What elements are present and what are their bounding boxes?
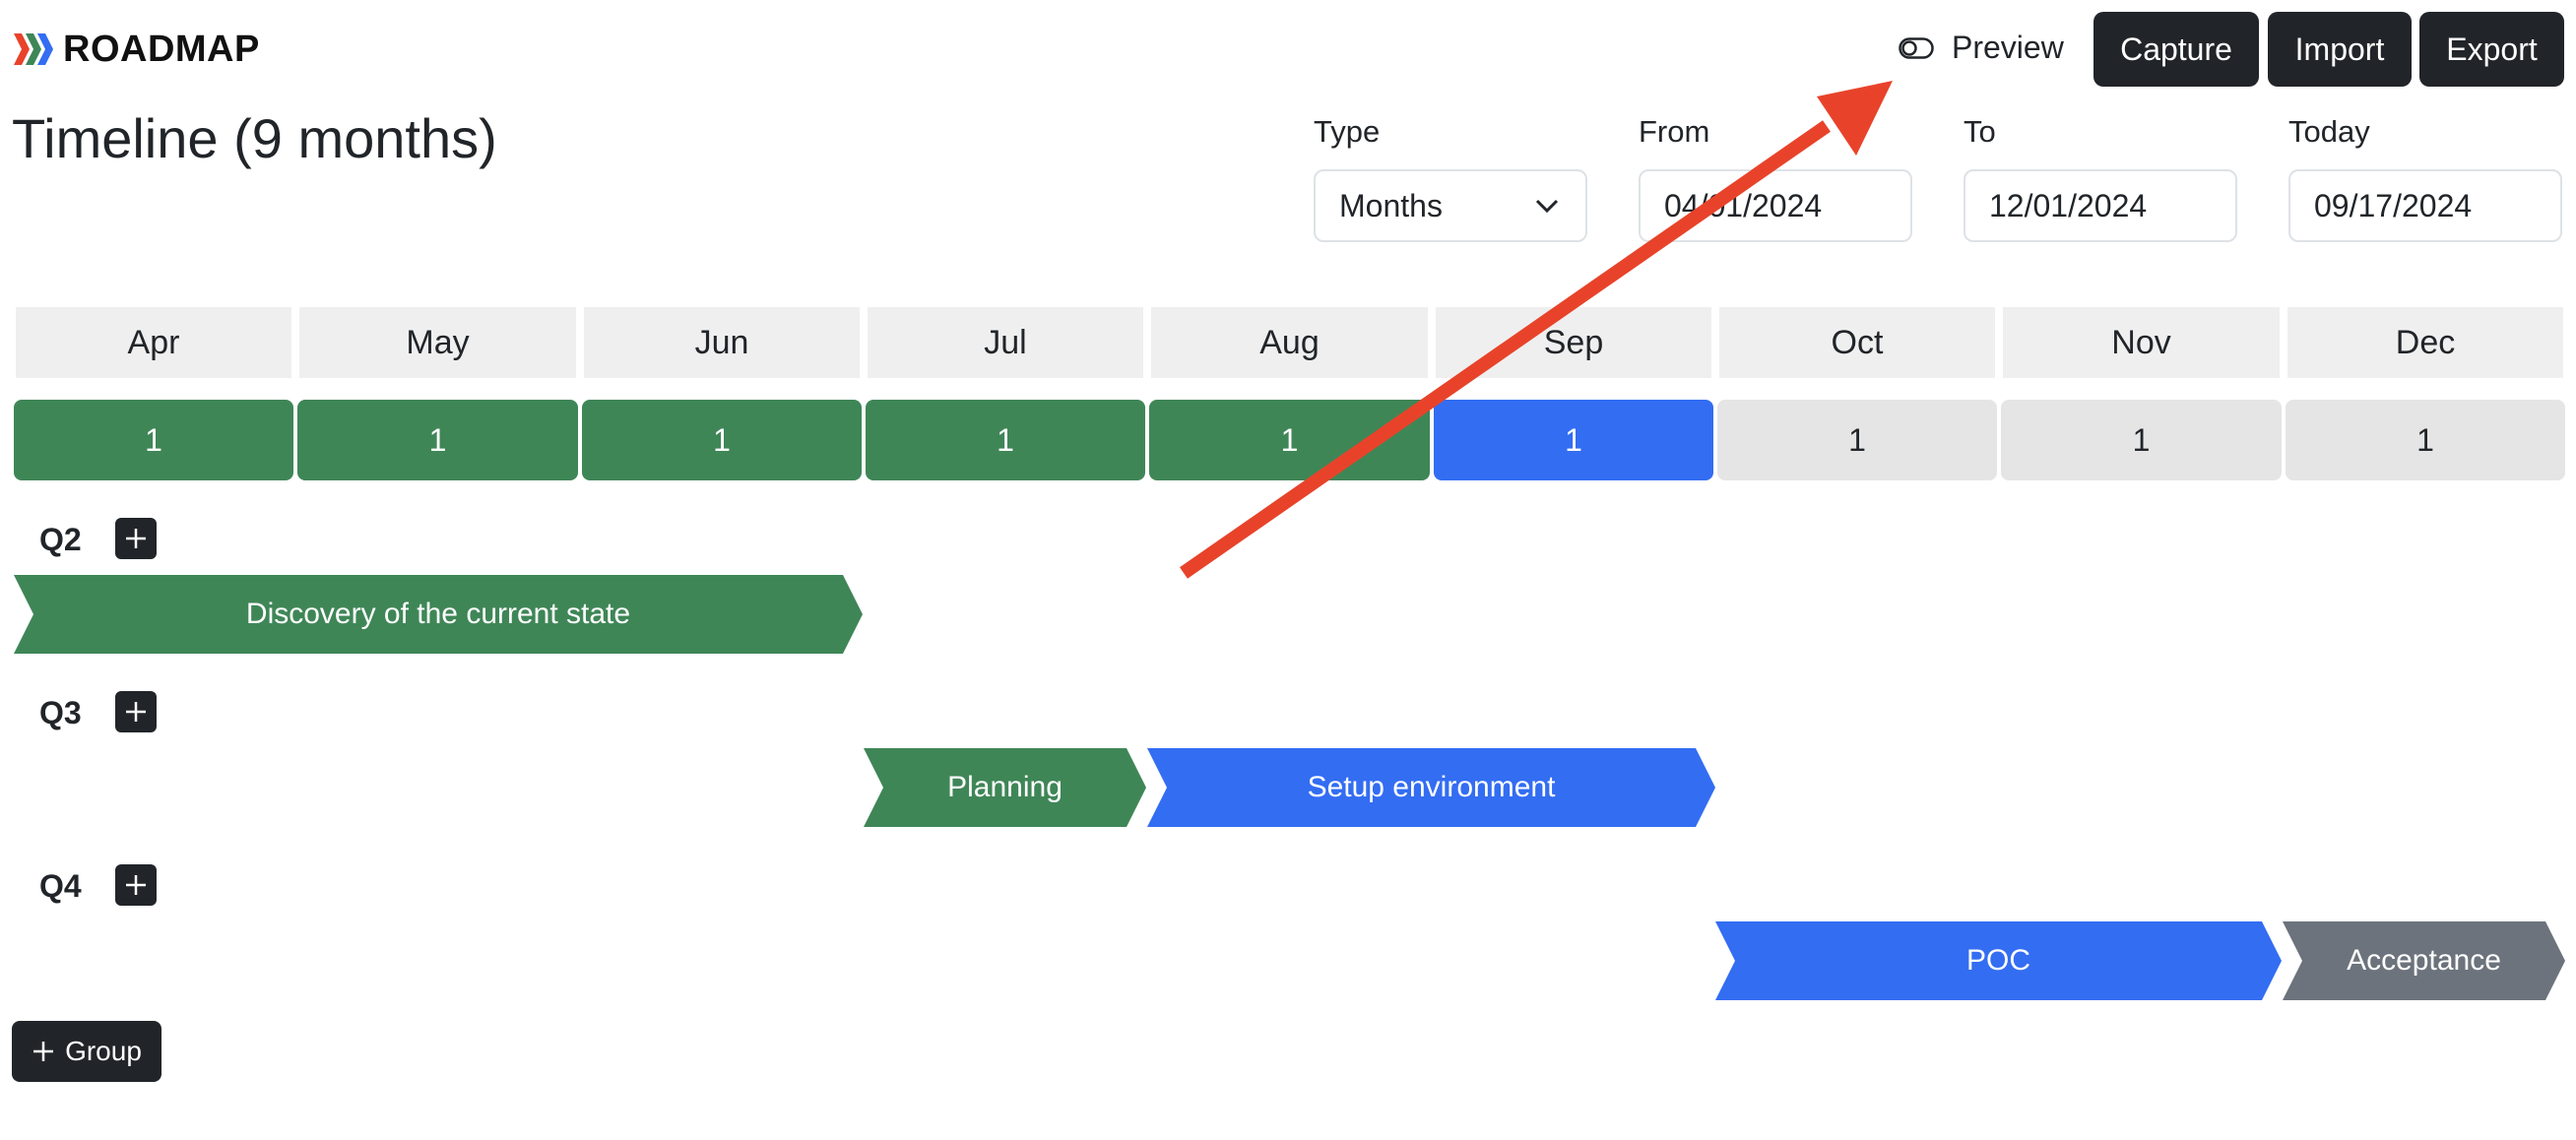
app-logo: ROADMAP [12,28,260,71]
month-count-apr: 1 [14,400,293,480]
today-date-input[interactable]: 09/17/2024 [2288,169,2562,242]
add-group-label: Group [65,1036,142,1066]
to-label: To [1964,114,1996,149]
page-title: Timeline (9 months) [12,107,497,169]
month-header-nov: Nov [2003,307,2280,378]
task-setup-environment[interactable]: Setup environment [1147,748,1715,827]
month-header-dec: Dec [2287,307,2563,378]
month-header-aug: Aug [1151,307,1428,378]
month-header-jul: Jul [868,307,1143,378]
from-label: From [1639,114,1710,149]
add-task-button-q4[interactable] [115,864,157,906]
month-count-dec: 1 [2286,400,2565,480]
type-select[interactable]: Months [1314,169,1587,242]
roadmap-logo-icon [14,33,53,65]
task-discovery[interactable]: Discovery of the current state [14,575,863,654]
plus-icon [126,702,146,722]
month-count-nov: 1 [2001,400,2282,480]
plus-icon [126,529,146,548]
task-acceptance[interactable]: Acceptance [2283,921,2565,1000]
type-select-value: Months [1339,187,1443,223]
to-date-input[interactable]: 12/01/2024 [1964,169,2237,242]
group-label-q2: Q2 [39,522,82,557]
task-planning[interactable]: Planning [864,748,1146,827]
month-header-apr: Apr [16,307,291,378]
month-header-may: May [299,307,576,378]
add-task-button-q3[interactable] [115,691,157,732]
preview-label: Preview [1952,30,2064,65]
today-label: Today [2288,114,2370,149]
from-date-input[interactable]: 04/01/2024 [1639,169,1912,242]
type-label: Type [1314,114,1381,149]
month-count-may: 1 [297,400,578,480]
plus-icon [33,1042,54,1061]
group-label-q4: Q4 [39,868,82,904]
month-count-oct: 1 [1717,400,1997,480]
month-header-oct: Oct [1719,307,1995,378]
task-poc[interactable]: POC [1715,921,2282,1000]
month-header-sep: Sep [1436,307,1711,378]
capture-button[interactable]: Capture [2093,12,2259,87]
add-group-button[interactable]: Group [12,1021,161,1082]
month-count-sep: 1 [1434,400,1713,480]
toggle-icon [1899,36,1934,59]
plus-icon [126,875,146,895]
month-count-jun: 1 [582,400,862,480]
month-count-aug: 1 [1149,400,1430,480]
month-count-jul: 1 [866,400,1145,480]
group-label-q3: Q3 [39,695,82,730]
add-task-button-q2[interactable] [115,518,157,559]
chevron-down-icon [1535,199,1559,214]
import-button[interactable]: Import [2268,12,2412,87]
preview-toggle[interactable]: Preview [1899,30,2064,66]
month-header-jun: Jun [584,307,860,378]
export-button[interactable]: Export [2419,12,2564,87]
logo-text: ROADMAP [63,28,260,70]
